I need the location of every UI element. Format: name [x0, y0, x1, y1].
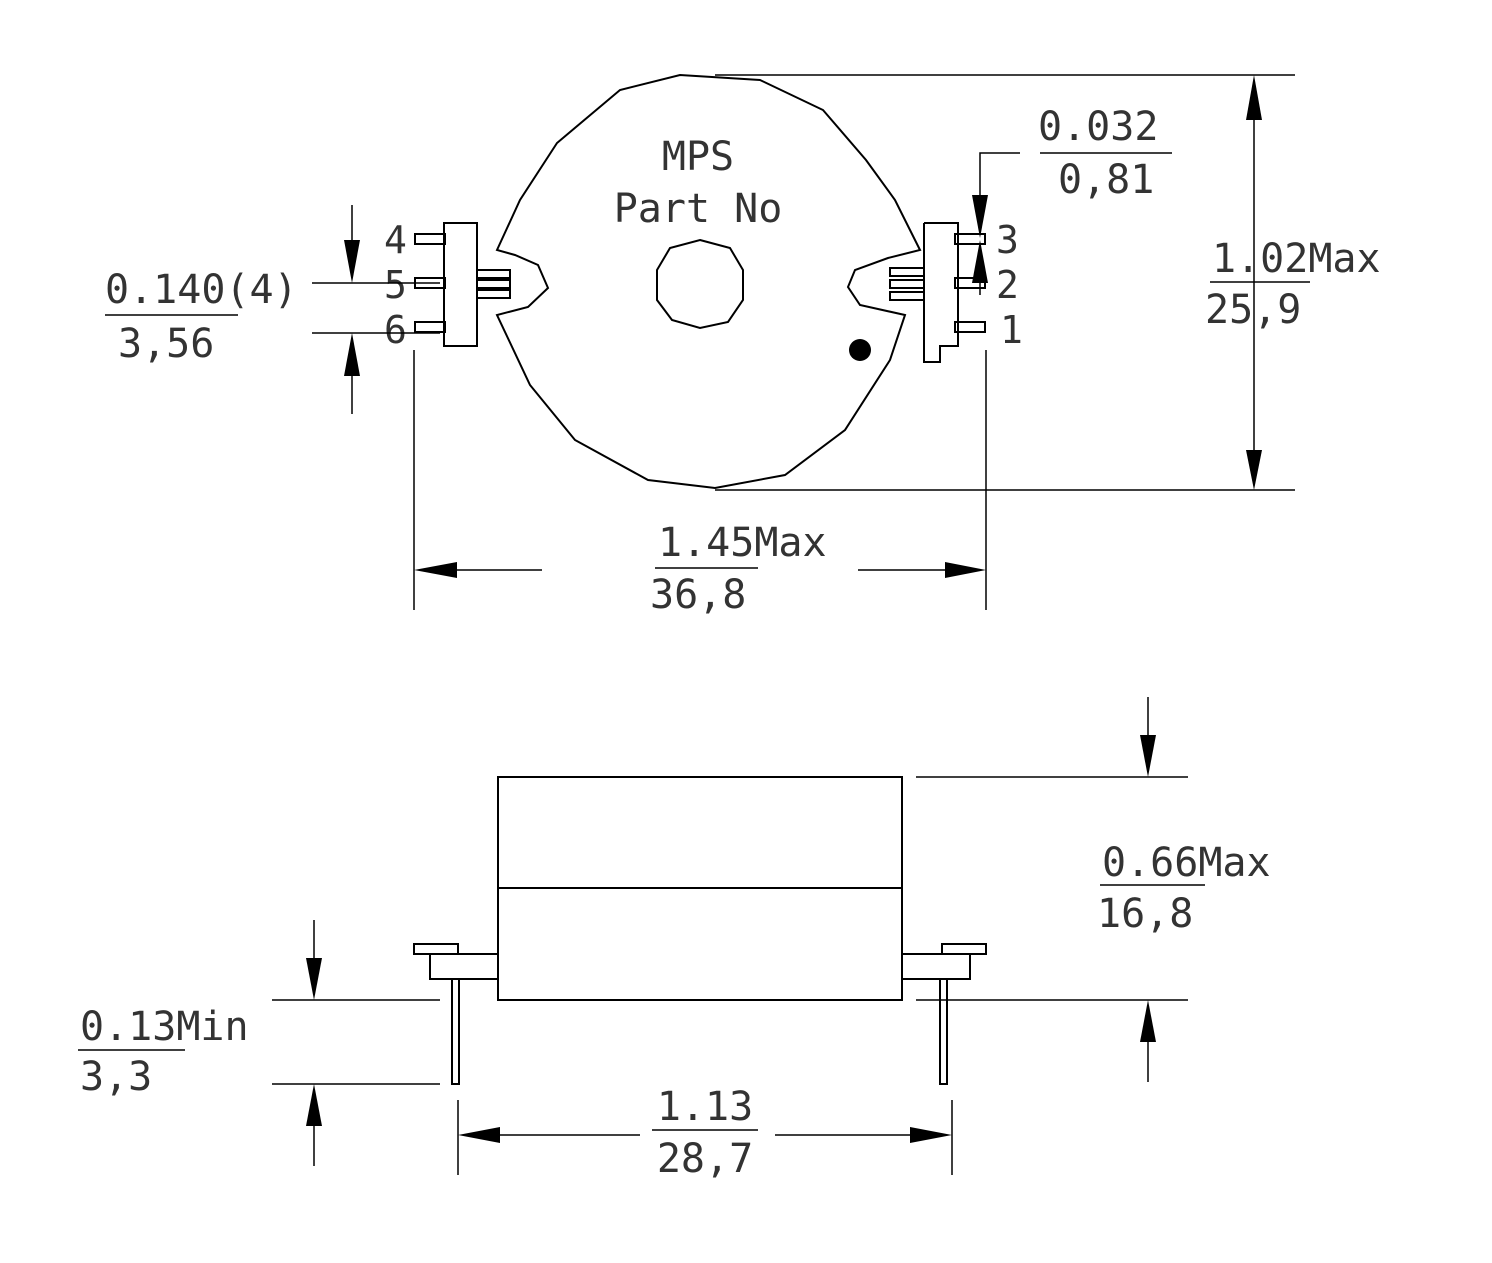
- right-header: [889, 222, 986, 363]
- center-hole: [656, 238, 744, 330]
- dim-top-width: 1.45Max 36,8: [413, 350, 987, 618]
- pin-label-6: 6: [384, 308, 407, 352]
- pin1-marker-dot: [849, 339, 871, 361]
- dim-width-mm: 0,81: [1058, 157, 1154, 203]
- pin-label-1: 1: [1000, 308, 1023, 352]
- dim-height-mm: 25,9: [1205, 287, 1301, 333]
- pin-label-2: 2: [996, 263, 1019, 307]
- dim-pitch-mm: 3,56: [118, 321, 214, 367]
- dim-pin-width: 0.032 0,81: [972, 104, 1172, 295]
- dim-pin-length-inch: 0.13Min: [80, 1004, 249, 1050]
- dim-side-height: 0.66Max 16,8: [916, 697, 1271, 1082]
- dim-pin-span: 1.13 28,7: [457, 1084, 953, 1182]
- dim-pin-span-mm: 28,7: [657, 1136, 753, 1182]
- left-header: [414, 222, 511, 347]
- dim-width-total-inch: 1.45Max: [658, 520, 827, 566]
- dim-side-height-inch: 0.66Max: [1102, 840, 1271, 886]
- dim-pin-length: 0.13Min 3,3: [78, 920, 440, 1166]
- toroid-body: [495, 73, 922, 490]
- part-label-partno: Part No: [614, 186, 783, 232]
- pin-label-4: 4: [384, 218, 407, 262]
- side-view: [413, 776, 987, 1085]
- dim-top-height: 1.02Max 25,9: [715, 74, 1381, 491]
- dim-width-total-mm: 36,8: [650, 572, 746, 618]
- dim-pin-span-inch: 1.13: [657, 1084, 753, 1130]
- pin-label-3: 3: [996, 218, 1019, 262]
- pin-label-5: 5: [384, 263, 407, 307]
- dim-pin-length-mm: 3,3: [80, 1054, 152, 1100]
- part-label-mps: MPS: [662, 134, 734, 180]
- dim-side-height-mm: 16,8: [1097, 891, 1193, 937]
- dim-width-inch: 0.032: [1038, 104, 1158, 150]
- dim-pitch-inch: 0.140(4): [105, 267, 298, 313]
- dim-height-inch: 1.02Max: [1212, 236, 1381, 282]
- dim-pin-pitch: 0.140(4) 3,56: [105, 205, 440, 414]
- top-view: MPS Part No 4 5 6 3 2 1: [384, 73, 1023, 490]
